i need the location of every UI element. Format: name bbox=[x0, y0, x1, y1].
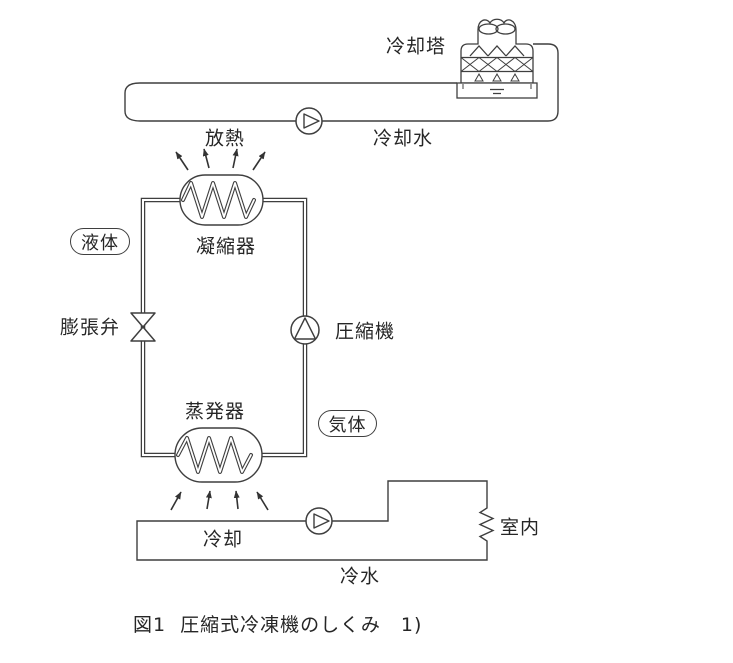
chilled-water-loop-pipe bbox=[136, 480, 495, 561]
drift-eliminator-chevrons bbox=[469, 45, 525, 57]
cooling-arrows bbox=[170, 490, 269, 511]
tower-basin bbox=[456, 82, 538, 99]
heat-release-label: 放熱 bbox=[204, 127, 246, 150]
cooling-label: 冷却 bbox=[202, 528, 244, 551]
cooling-water-loop-pipe bbox=[124, 43, 559, 122]
chilled-water-label: 冷水 bbox=[339, 565, 381, 588]
spray-nozzles bbox=[474, 72, 520, 82]
figure-reference: 1) bbox=[400, 614, 423, 636]
figure-number: 図1 bbox=[133, 614, 167, 636]
cooling-tower-label: 冷却塔 bbox=[385, 35, 447, 58]
heat-release-arrows bbox=[175, 148, 266, 171]
expansion-valve-label: 膨張弁 bbox=[59, 316, 121, 339]
cooling-tower-icon bbox=[456, 18, 538, 99]
figure-title: 圧縮式冷凍機のしくみ bbox=[180, 614, 381, 636]
liquid-state-badge: 液体 bbox=[70, 228, 130, 255]
fan-icon bbox=[495, 23, 516, 35]
water-level-mark bbox=[490, 88, 504, 95]
gas-state-badge: 気体 bbox=[318, 410, 377, 437]
compressor-icon bbox=[290, 315, 320, 345]
gas-state-label: 気体 bbox=[328, 414, 367, 436]
expansion-valve-icon bbox=[130, 312, 156, 342]
condenser-coil bbox=[179, 174, 264, 226]
fill-lattice bbox=[460, 57, 534, 72]
cooling-water-pump-icon bbox=[295, 107, 323, 135]
fan-icon bbox=[478, 23, 499, 35]
cooling-water-label: 冷却水 bbox=[372, 127, 434, 150]
compressor-label: 圧縮機 bbox=[334, 320, 396, 343]
room-label: 室内 bbox=[499, 516, 541, 539]
condenser-label: 凝縮器 bbox=[195, 235, 257, 258]
liquid-state-label: 液体 bbox=[81, 232, 119, 254]
chilled-water-pump-icon bbox=[305, 507, 333, 535]
evaporator-coil bbox=[174, 427, 263, 483]
evaporator-label: 蒸発器 bbox=[184, 400, 246, 423]
figure-caption: 図1 圧縮式冷凍機のしくみ 1) bbox=[133, 610, 422, 637]
